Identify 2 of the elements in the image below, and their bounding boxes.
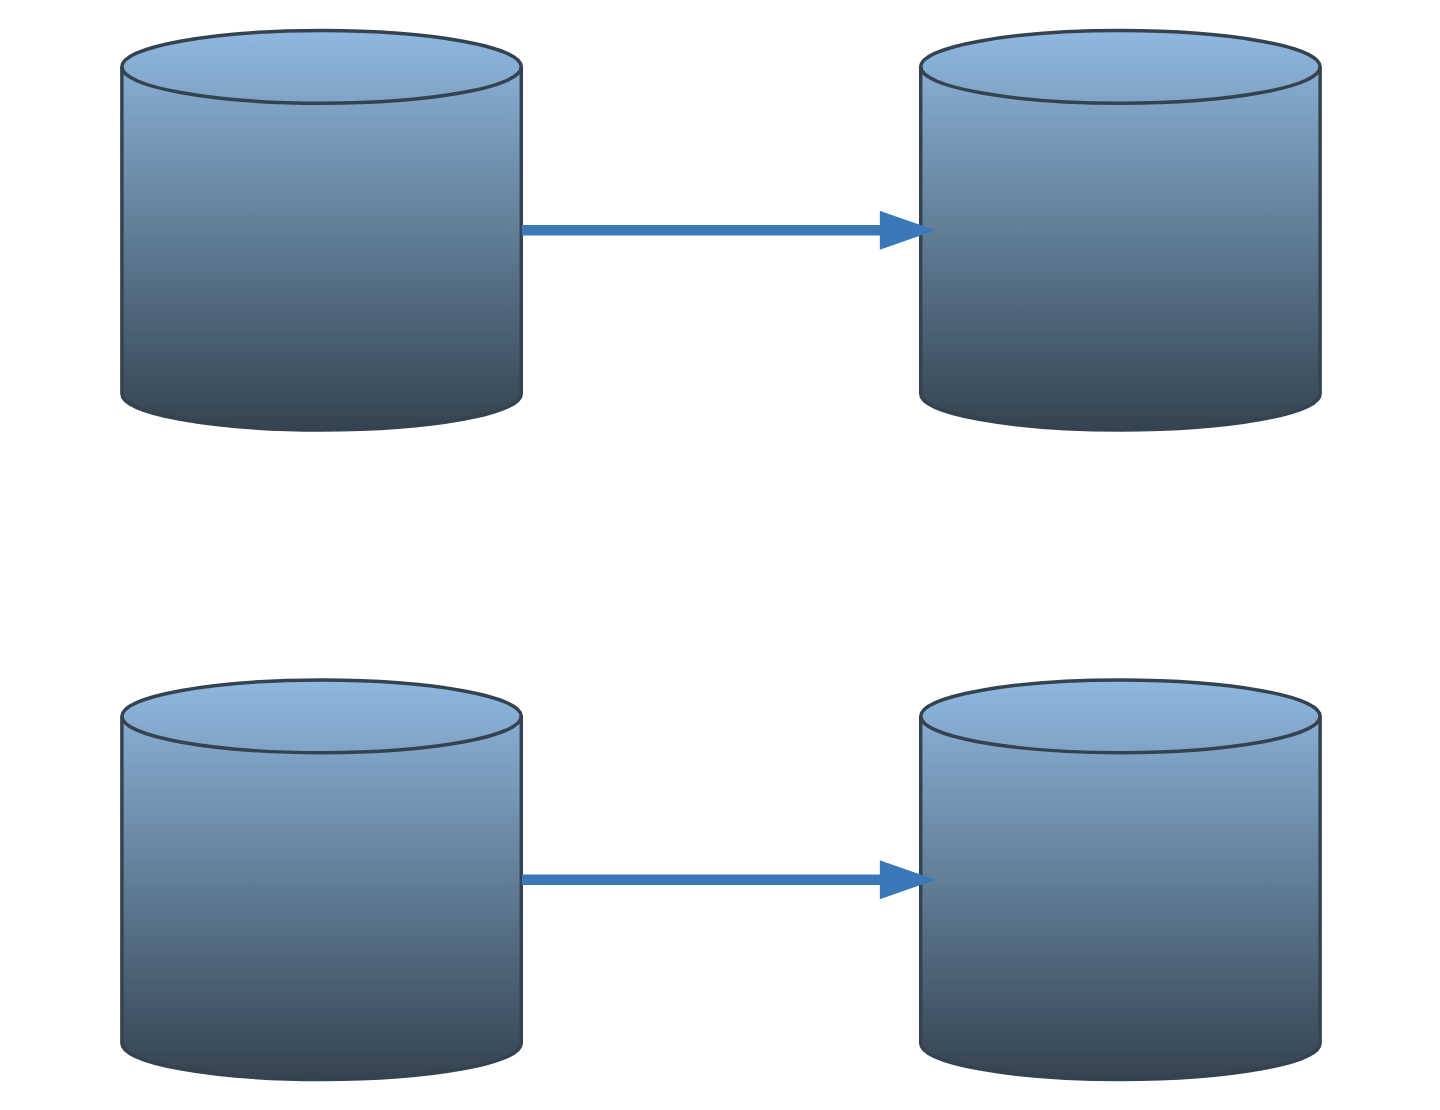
arrow	[520, 210, 935, 250]
arrow	[520, 860, 935, 900]
